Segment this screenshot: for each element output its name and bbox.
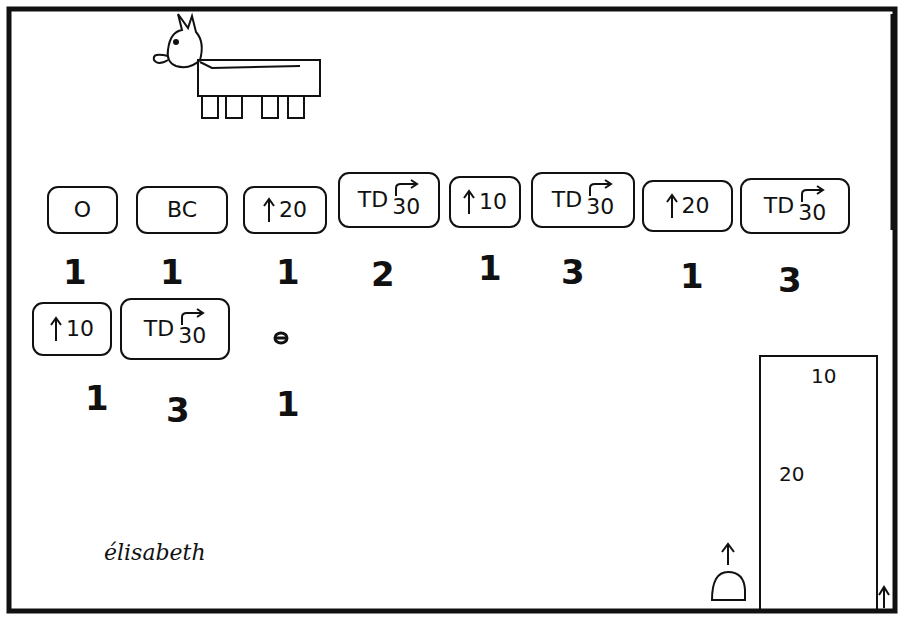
count-number: 1 [160, 252, 184, 292]
card-text: 10 [479, 191, 507, 213]
command-card: 10 [32, 302, 112, 356]
up-arrow [666, 193, 678, 219]
card-text: 30 [586, 196, 614, 218]
signature: élisabeth [104, 540, 206, 565]
turn-amount: 30 [798, 188, 826, 224]
count-number: 3 [778, 260, 802, 300]
count-number: 3 [561, 252, 585, 292]
card-text: 20 [682, 195, 710, 217]
command-card: BC [136, 186, 228, 234]
card-text: TD [144, 318, 174, 340]
card-text: 30 [392, 196, 420, 218]
count-number: 1 [85, 378, 109, 418]
dimension-label: 20 [779, 462, 804, 486]
frame [9, 9, 895, 611]
card-text: BC [167, 199, 197, 221]
up-arrow [463, 189, 475, 215]
turn-amount: 30 [586, 182, 614, 218]
card-text: 10 [66, 318, 94, 340]
turn-arrow [798, 188, 826, 202]
dimension-label: 10 [811, 364, 836, 388]
card-text: 30 [178, 325, 206, 347]
count-number: 1 [276, 384, 300, 424]
turtle-figure [712, 544, 889, 608]
card-text: TD [358, 189, 388, 211]
turn-arrow [178, 311, 206, 325]
donkey-figure [154, 14, 320, 118]
count-number: 2 [371, 254, 395, 294]
card-text: TD [552, 189, 582, 211]
card-text: O [74, 199, 91, 221]
count-number: 1 [680, 256, 704, 296]
count-number: 3 [166, 390, 190, 430]
turn-amount: 30 [392, 182, 420, 218]
command-card: TD30 [531, 172, 635, 228]
card-text: 20 [279, 199, 307, 221]
up-arrow [263, 197, 275, 223]
command-card: TD30 [120, 298, 230, 360]
turn-amount: 30 [178, 311, 206, 347]
command-card: 20 [642, 180, 733, 232]
drawn-rectangle [760, 356, 877, 610]
count-number: 1 [63, 252, 87, 292]
command-card: TD30 [740, 178, 850, 234]
end-dot [275, 333, 287, 343]
command-card: 10 [449, 176, 521, 228]
command-card: O [47, 186, 118, 234]
turn-arrow [586, 182, 614, 196]
count-number: 1 [478, 248, 502, 288]
command-card: 20 [243, 186, 327, 234]
card-text: 30 [798, 202, 826, 224]
command-card: TD30 [338, 172, 440, 228]
count-number: 1 [276, 252, 300, 292]
up-arrow [50, 316, 62, 342]
turn-arrow [392, 182, 420, 196]
card-text: TD [764, 195, 794, 217]
